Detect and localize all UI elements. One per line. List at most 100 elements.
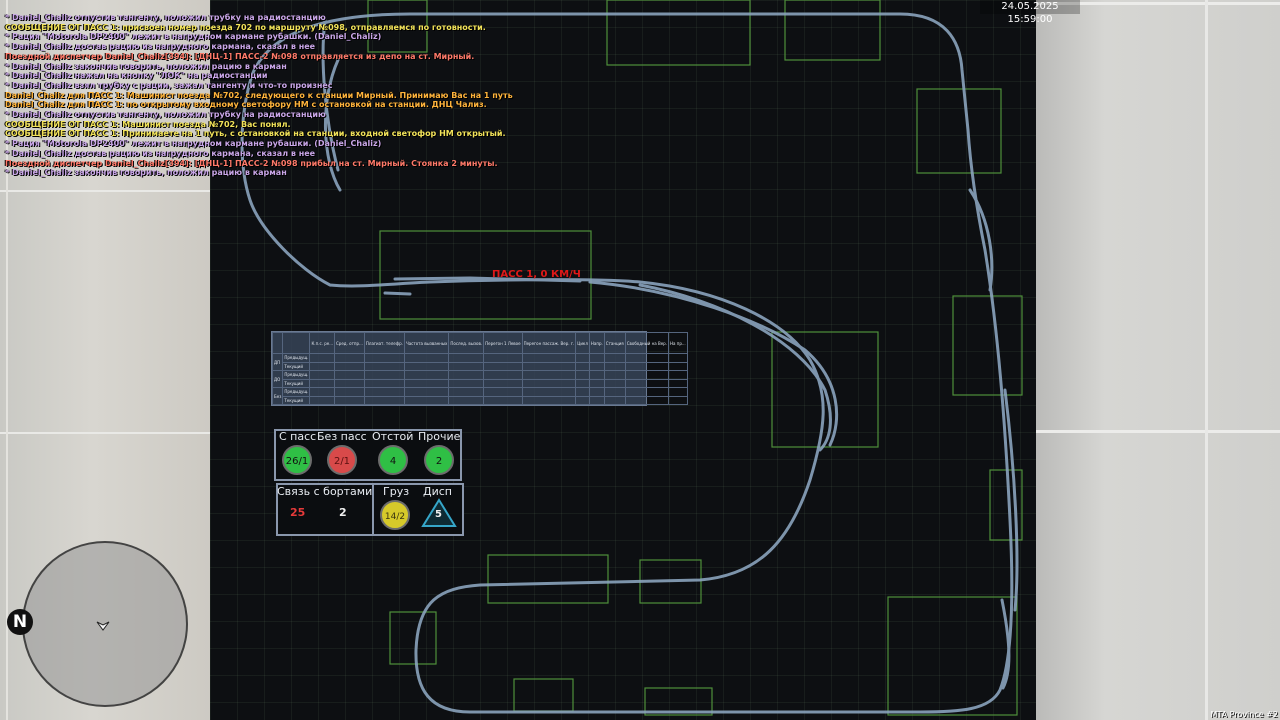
zone-rect	[389, 611, 437, 665]
disp-title: Дисп	[423, 485, 452, 498]
timetable-cell	[668, 378, 688, 389]
timetable-header-cell: На пр...	[668, 331, 688, 355]
chat-line: * Daniel_Chaliz нажал на кнопку "ЛОК" на…	[5, 71, 268, 81]
timetable-cell	[403, 361, 450, 372]
timetable-cell	[309, 395, 336, 406]
chat-line: СООБЩЕНИЕ ОТ ПАСС 1: присвоен номер поез…	[5, 22, 486, 32]
timetable-cell	[521, 370, 577, 380]
train-label: ПАСС 1, 0 КМ/Ч	[492, 269, 581, 280]
timetable-cell	[363, 395, 405, 406]
track-platform-1	[393, 276, 582, 283]
timetable-cell	[521, 353, 577, 363]
timetable-cell	[363, 361, 405, 372]
depot-title: Отстой	[372, 430, 414, 443]
timetable-header-cell: Плагиат. телефр.	[363, 331, 405, 355]
track-right-siding	[1003, 388, 1019, 612]
north-icon: N	[7, 609, 33, 635]
timetable-cell	[575, 395, 590, 406]
disp-triangle-icon	[421, 498, 457, 527]
timetable-cell	[483, 370, 523, 380]
chat-line: * Daniel_Chaliz достав рацию из нагрудно…	[5, 42, 316, 52]
track-east-inner	[638, 283, 832, 452]
server-label: MTA Province #2	[1210, 710, 1278, 719]
chat-line: СООБЩЕНИЕ ОТ ПАСС 1: Принимаете на 1 пут…	[5, 129, 506, 139]
zone-rect	[784, 0, 881, 61]
timetable-cell	[521, 378, 577, 389]
zone-rect	[606, 0, 751, 66]
timetable-row-label: Предыдущ.	[282, 387, 311, 397]
timetable-cell	[334, 353, 365, 363]
track-right-branch	[968, 188, 994, 292]
timetable-cell	[588, 395, 605, 406]
track-left-branch	[324, 58, 342, 192]
timetable-header-cell	[271, 331, 284, 355]
table-row: Текущий	[273, 395, 688, 406]
timetable-cell	[363, 353, 405, 363]
chat-log: * Daniel_Chaliz отпустив тангенту, полож…	[5, 13, 625, 178]
timetable-cell	[575, 370, 590, 380]
timetable-cell	[603, 378, 626, 389]
timetable-cell	[483, 387, 523, 397]
timetable-group-label: ДП	[271, 353, 284, 372]
track-upper-siding	[321, 18, 340, 172]
chat-line: Daniel_Chaliz для ПАСС 1: Машинист поезд…	[5, 90, 513, 100]
other-title: Прочие	[418, 430, 461, 443]
chat-line: * Daniel_Chaliz закончив говорить, полож…	[5, 168, 287, 178]
timetable-cell	[588, 378, 605, 389]
timetable-cell	[624, 353, 670, 363]
zone-rect	[367, 0, 428, 53]
timetable-cell	[603, 387, 626, 397]
zone-rect	[487, 554, 609, 604]
timetable-cell	[575, 387, 590, 397]
timetable-cell	[309, 387, 336, 397]
timetable-row-label: Предыдущ.	[282, 353, 311, 363]
chat-line: * Daniel_Chaliz отпустив тангенту, полож…	[5, 13, 326, 22]
timetable-cell	[603, 353, 626, 363]
chat-line: * Рация "Motorola DP2400" лежит в нагруд…	[5, 139, 382, 149]
zone-rect	[379, 230, 592, 320]
cargo-title: Груз	[383, 485, 410, 498]
chat-line: * Daniel_Chaliz достав рацию из нагрудно…	[5, 148, 316, 158]
timetable-cell	[363, 387, 405, 397]
player-arrow-icon	[96, 621, 110, 631]
right-wall	[1030, 0, 1280, 720]
timetable-cell	[334, 395, 365, 406]
timetable-cell	[403, 353, 450, 363]
track-east-curve	[588, 280, 839, 447]
timetable-cell	[624, 387, 670, 397]
timetable-row-label: Текущий	[282, 378, 311, 389]
timetable-header-cell: Послед. вызов.	[448, 331, 485, 355]
table-row: Текущий	[273, 378, 688, 389]
timetable-header-cell: Частота вызванных	[403, 331, 450, 355]
timetable-cell	[668, 387, 688, 397]
track-lines	[240, 12, 1019, 714]
timetable-cell	[668, 361, 688, 372]
other-count-badge: 2	[424, 445, 454, 475]
timetable-cell	[588, 387, 605, 397]
timetable-cell	[588, 361, 605, 372]
timetable-cell	[521, 361, 577, 372]
timetable-header-cell	[282, 331, 311, 355]
clock: 24.05.2025 15:59:00	[980, 0, 1080, 25]
timetable-cell	[363, 378, 405, 389]
timetable-header-cell: Станция	[603, 331, 626, 355]
timetable-cell	[448, 361, 485, 372]
chat-line: * Рация "Motorola DP2400" лежит в нагруд…	[5, 32, 382, 42]
timetable-cell	[624, 361, 670, 372]
zone-rect	[887, 596, 1018, 716]
timetable-cell	[403, 378, 450, 389]
disp-count: 5	[435, 509, 442, 520]
timetable-cell	[668, 370, 688, 380]
timetable-cell	[603, 370, 626, 380]
timetable-cell	[668, 353, 688, 363]
timetable-cell	[309, 378, 336, 389]
timetable-cell	[448, 378, 485, 389]
zone-rect	[916, 88, 1002, 174]
cargo-count-badge: 14/2	[380, 500, 410, 530]
timetable-cell	[603, 395, 626, 406]
timetable-cell	[403, 395, 450, 406]
timetable-header-cell: К.п.с. ре...	[309, 331, 336, 355]
pass-title: С пасс	[279, 430, 317, 443]
